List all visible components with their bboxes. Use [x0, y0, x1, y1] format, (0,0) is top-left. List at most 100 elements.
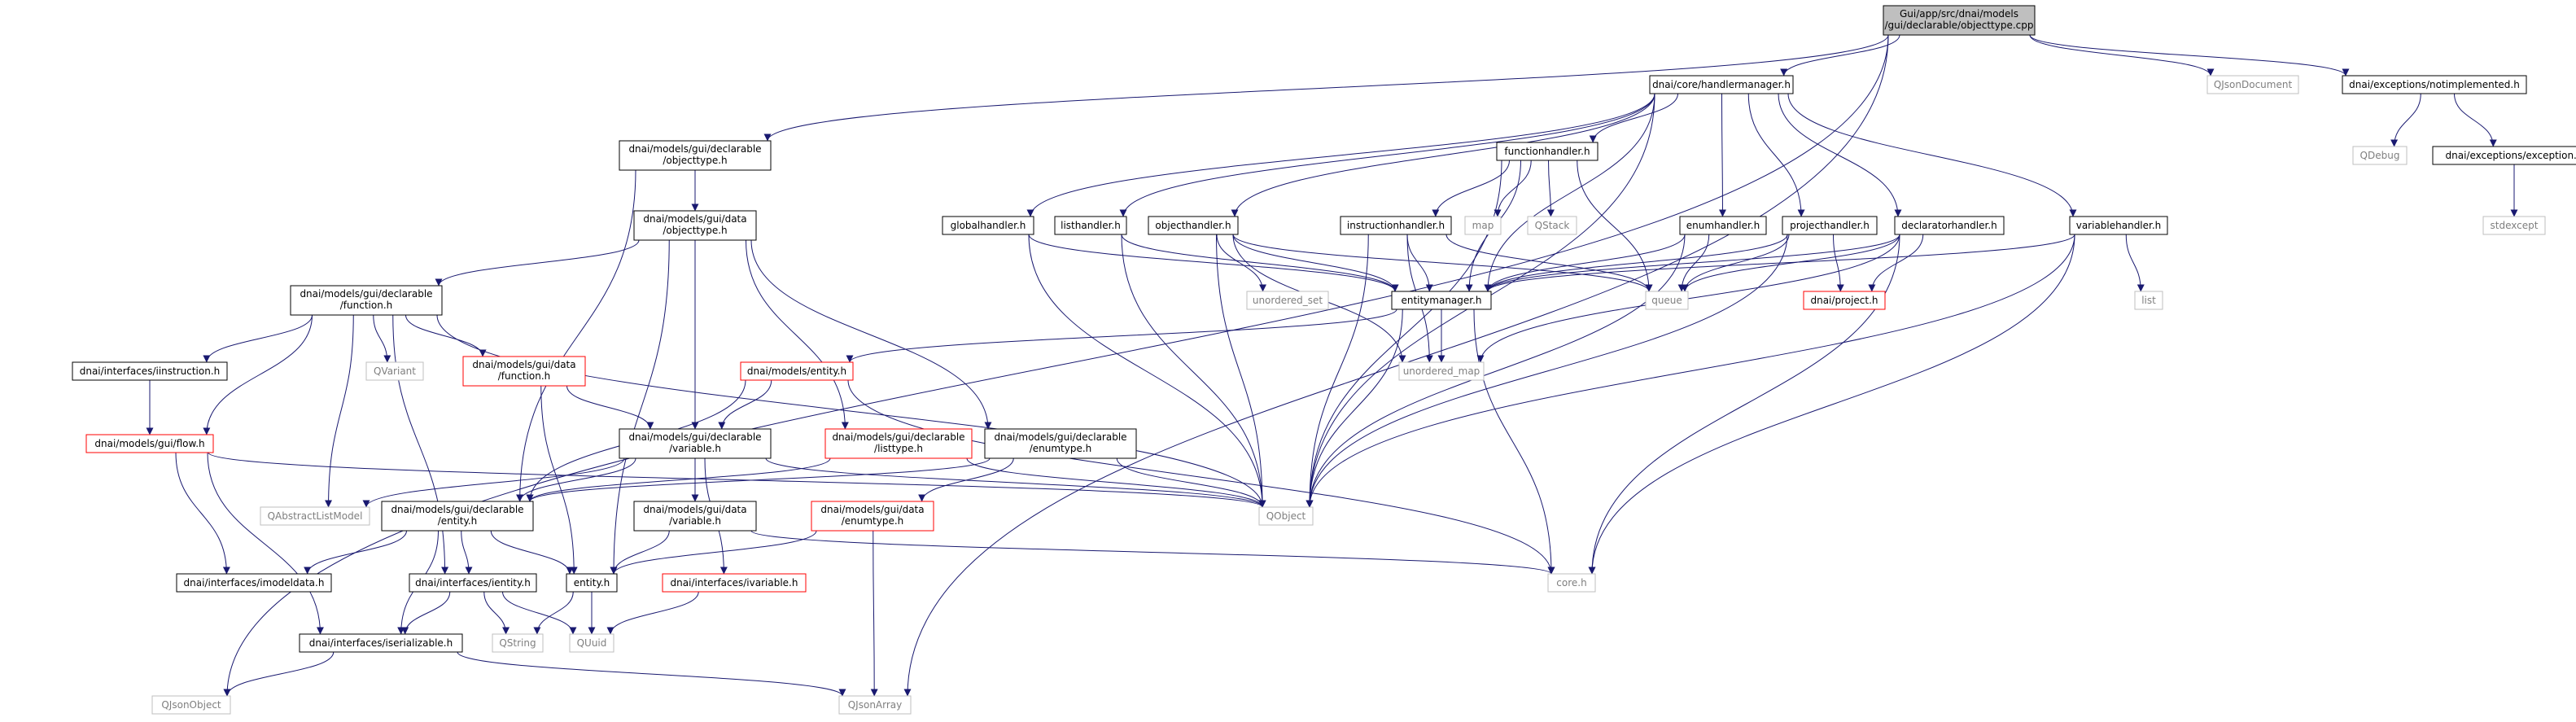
node-functionhandler-h[interactable]: functionhandler.h — [1496, 142, 1599, 161]
node-list[interactable]: list — [2134, 291, 2163, 310]
edge-43 — [1681, 234, 1790, 292]
node-projecthandler-h[interactable]: projecthandler.h — [1782, 216, 1878, 235]
node-label: projecthandler.h — [1790, 220, 1870, 231]
node-exception-h[interactable]: dnai/exceptions/exception.h — [2432, 146, 2576, 165]
node-label: /enumtype.h — [842, 515, 904, 527]
node-qvariant[interactable]: QVariant — [365, 361, 424, 381]
node-entity-h[interactable]: entity.h — [566, 573, 618, 593]
node-flow-h[interactable]: dnai/models/gui/flow.h — [85, 434, 214, 453]
edge-106 — [457, 651, 846, 697]
node-unordered-set[interactable]: unordered_set — [1246, 291, 1329, 310]
edge-14 — [1747, 93, 1805, 217]
edge-19 — [1494, 160, 1532, 217]
node-label: dnai/interfaces/iserializable.h — [309, 637, 453, 649]
node-unordered-map[interactable]: unordered_map — [1398, 361, 1485, 381]
node-qjsonobject[interactable]: QJsonObject — [151, 695, 231, 715]
edge-90 — [1116, 457, 1266, 508]
node-label: dnai/interfaces/iinstruction.h — [80, 365, 221, 377]
node-box — [1527, 216, 1577, 235]
edge-51 — [2125, 234, 2145, 292]
node-qabstractlistmodel[interactable]: QAbstractListModel — [260, 506, 370, 526]
node-map[interactable]: map — [1464, 216, 1502, 235]
node-ientity-h[interactable]: dnai/interfaces/ientity.h — [409, 573, 537, 593]
node-enumtype-decl-h[interactable]: dnai/models/gui/declarable/enumtype.h — [984, 428, 1137, 459]
edge-70 — [392, 314, 449, 575]
edge-10 — [1119, 93, 1655, 217]
node-notimplemented-h[interactable]: dnai/exceptions/notimplemented.h — [2342, 75, 2527, 94]
node-declaratorhandler-h[interactable]: declaratorhandler.h — [1894, 216, 2005, 235]
node-label: objecthandler.h — [1155, 220, 1231, 231]
node-globalhandler-h[interactable]: globalhandler.h — [942, 216, 1034, 235]
node-label: core.h — [1556, 577, 1586, 589]
node-data-function-h[interactable]: dnai/models/gui/data/function.h — [462, 356, 586, 387]
node-iinstruction-h[interactable]: dnai/interfaces/iinstruction.h — [72, 361, 228, 381]
node-box — [633, 501, 757, 532]
edge-88 — [526, 457, 991, 502]
node-decl-function-h[interactable]: dnai/models/gui/declarable/function.h — [290, 285, 443, 316]
node-quuid[interactable]: QUuid — [569, 633, 614, 653]
node-handlermanager-h[interactable]: dnai/core/handlermanager.h — [1649, 75, 1794, 94]
node-box — [838, 695, 912, 715]
edge-9 — [1026, 93, 1655, 217]
node-label: entity.h — [574, 577, 610, 589]
edge-31 — [1232, 234, 1653, 292]
node-box — [1391, 291, 1492, 310]
edge-38 — [1484, 234, 1686, 292]
node-box — [2352, 146, 2408, 165]
node-listtype-h[interactable]: dnai/models/gui/declarable/listtype.h — [824, 428, 973, 459]
node-ivariable-h[interactable]: dnai/interfaces/ivariable.h — [662, 573, 807, 593]
node-decl-entity-h[interactable]: dnai/models/gui/declarable/entity.h — [381, 501, 534, 532]
node-objecttype-cpp[interactable]: Gui/app/src/dnai/models/gui/declarable/o… — [1883, 5, 2036, 36]
edge-1 — [1780, 34, 1900, 77]
node-data-variable-h[interactable]: dnai/models/gui/data/variable.h — [633, 501, 757, 532]
node-layer: Gui/app/src/dnai/models/gui/declarable/o… — [72, 5, 2576, 715]
node-entitymanager-h[interactable]: entitymanager.h — [1391, 291, 1492, 310]
node-iserializable-h[interactable]: dnai/interfaces/iserializable.h — [299, 633, 463, 653]
node-label: Gui/app/src/dnai/models — [1900, 8, 2018, 20]
node-qstack[interactable]: QStack — [1527, 216, 1577, 235]
node-box — [569, 633, 614, 653]
node-qjsonarray[interactable]: QJsonArray — [838, 695, 912, 715]
node-box — [984, 428, 1137, 459]
node-label: dnai/models/gui/declarable — [994, 431, 1126, 443]
node-variablehandler-h[interactable]: variablehandler.h — [2069, 216, 2168, 235]
node-qjsondocument[interactable]: QJsonDocument — [2206, 75, 2299, 94]
node-queue[interactable]: queue — [1645, 291, 1689, 310]
node-imodeldata-h[interactable]: dnai/interfaces/imodeldata.h — [176, 573, 332, 593]
edge-73 — [175, 452, 230, 575]
edge-0 — [223, 34, 1889, 697]
node-models-entity-h[interactable]: dnai/models/entity.h — [740, 361, 854, 381]
edge-57 — [1473, 308, 1555, 575]
node-label: dnai/core/handlermanager.h — [1652, 79, 1791, 90]
node-decl-objecttype-h[interactable]: dnai/models/gui/declarable/objecttype.h — [619, 140, 772, 171]
node-label: dnai/models/gui/data — [472, 359, 575, 370]
node-box — [151, 695, 231, 715]
node-listhandler-h[interactable]: listhandler.h — [1054, 216, 1127, 235]
edge-11 — [1231, 93, 1655, 217]
edge-21 — [1432, 160, 1510, 217]
node-core-h[interactable]: core.h — [1547, 573, 1596, 593]
node-instructionhandler-h[interactable]: instructionhandler.h — [1340, 216, 1452, 235]
node-data-objecttype-h[interactable]: dnai/models/gui/data/objecttype.h — [633, 210, 757, 241]
edge-33 — [1216, 234, 1266, 508]
node-box — [942, 216, 1034, 235]
edge-27 — [1121, 234, 1399, 292]
node-decl-variable-h[interactable]: dnai/models/gui/declarable/variable.h — [619, 428, 772, 459]
edge-89 — [918, 457, 1014, 502]
node-objecthandler-h[interactable]: objecthandler.h — [1148, 216, 1239, 235]
node-label: unordered_map — [1403, 365, 1480, 377]
node-qstring[interactable]: QString — [492, 633, 544, 653]
node-enumhandler-h[interactable]: enumhandler.h — [1679, 216, 1767, 235]
node-data-enumtype-h[interactable]: dnai/models/gui/data/enumtype.h — [811, 501, 934, 532]
edge-17 — [1484, 93, 1655, 292]
node-stdexcept[interactable]: stdexcept — [2482, 216, 2546, 235]
node-qobject[interactable]: QObject — [1258, 506, 1314, 526]
node-box — [566, 573, 618, 593]
node-label: variablehandler.h — [2076, 220, 2162, 231]
node-label: QJsonObject — [161, 699, 221, 711]
edge-13 — [1718, 93, 1726, 217]
node-project-h[interactable]: dnai/project.h — [1803, 291, 1886, 310]
node-qdebug[interactable]: QDebug — [2352, 146, 2408, 165]
node-box — [1649, 75, 1794, 94]
